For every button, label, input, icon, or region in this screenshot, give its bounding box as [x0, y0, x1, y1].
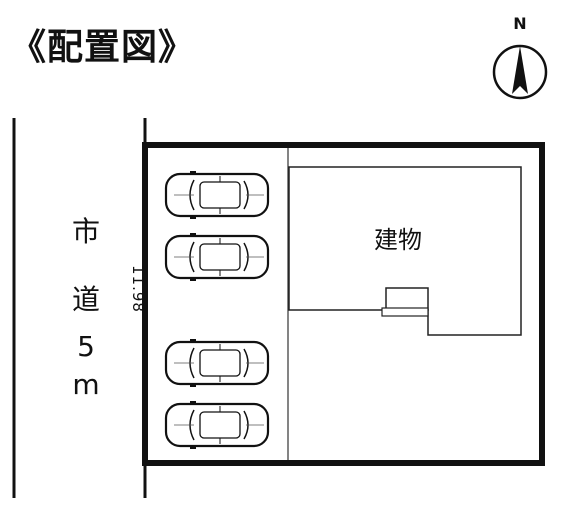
building-outline [288, 166, 522, 336]
frontage-dimension: 11.98 [129, 265, 147, 313]
page-title: 《配置図》 [10, 27, 196, 68]
car-icon [164, 233, 270, 281]
road-label-char-2: 道 [71, 283, 100, 316]
compass-icon [492, 44, 548, 100]
road-label-char-1: 市 [71, 215, 100, 248]
north-label: N [513, 14, 527, 33]
car-icon [164, 339, 270, 387]
entrance-porch [385, 287, 429, 311]
road-label-char-3: 5 [77, 330, 95, 363]
road-label-char-4: m [72, 368, 100, 401]
building-label: 建物 [374, 226, 422, 254]
car-icon [164, 401, 270, 449]
north-compass: N [490, 14, 550, 104]
entrance-step [381, 307, 429, 317]
parking-cars [164, 171, 270, 449]
lot-boundary [142, 142, 545, 466]
car-icon [164, 171, 270, 219]
